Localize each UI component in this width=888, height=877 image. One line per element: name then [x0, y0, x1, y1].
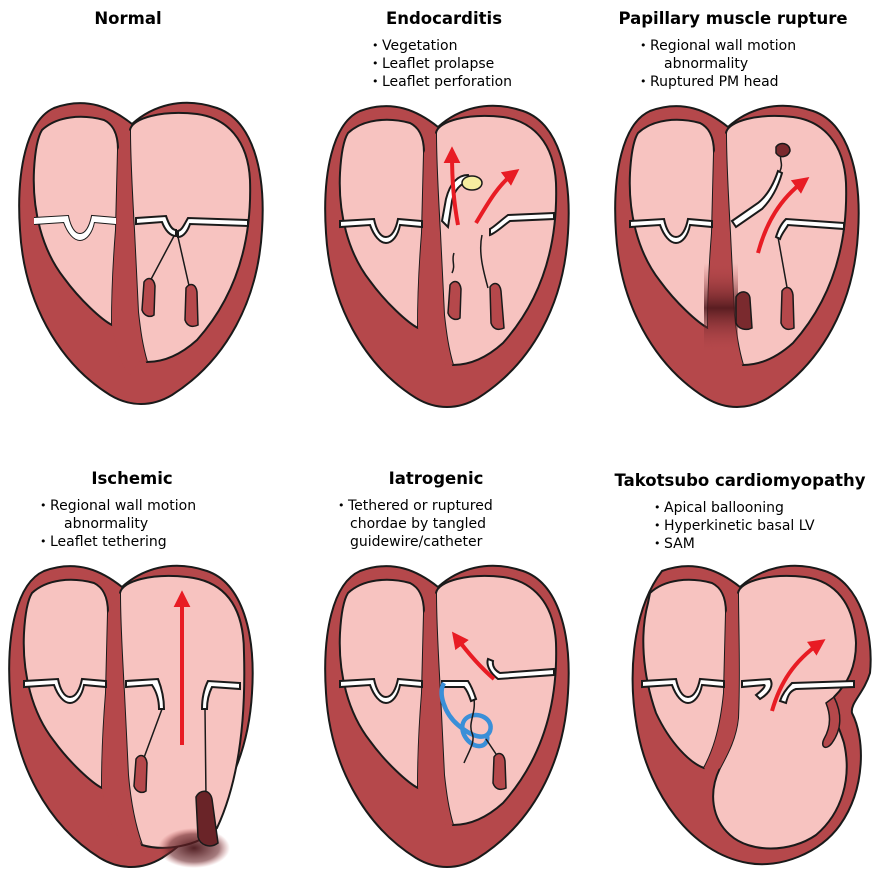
panel-title: Normal: [0, 9, 276, 28]
septal-infarct-region: [704, 263, 738, 353]
apical-infarct-region: [158, 828, 230, 868]
bullet-item: Vegetation: [372, 37, 512, 55]
bullet-item: Tethered or ruptured: [338, 497, 493, 515]
panel-title: Ischemic: [0, 469, 280, 488]
panel-title: Takotsubo cardiomyopathy: [592, 471, 888, 490]
bullet-item: Regional wall motion: [640, 37, 796, 55]
bullet-item-continuation: abnormality: [640, 55, 796, 73]
papillary-muscle-posterior: [781, 288, 794, 330]
bullet-item: Apical ballooning: [654, 499, 815, 517]
bullet-list: Regional wall motion abnormality Leaflet…: [40, 497, 196, 551]
heart-iatrogenic-diagram: [318, 563, 578, 873]
bullet-item-continuation: chordae by tangled: [338, 515, 493, 533]
panel-papillary-muscle-rupture: Papillary muscle rupture Regional wall m…: [592, 0, 888, 440]
bullet-list: Regional wall motion abnormality Rupture…: [640, 37, 796, 91]
bullet-item-continuation: guidewire/catheter: [338, 533, 493, 551]
panel-title: Iatrogenic: [288, 469, 584, 488]
heart-ischemic-diagram: [2, 563, 262, 873]
vegetation: [462, 176, 482, 190]
heart-takotsubo-diagram: [620, 563, 880, 873]
bullet-item: Leaflet tethering: [40, 533, 196, 551]
heart-normal-diagram: [12, 100, 272, 410]
bullet-item: SAM: [654, 535, 815, 553]
heart-endocarditis-diagram: [318, 103, 578, 413]
panel-takotsubo: Takotsubo cardiomyopathy Apical ballooni…: [592, 440, 888, 877]
bullet-item: Regional wall motion: [40, 497, 196, 515]
bullet-item: Leaflet perforation: [372, 73, 512, 91]
heart-pm-rupture-diagram: [608, 103, 868, 413]
panel-iatrogenic: Iatrogenic Tethered or ruptured chordae …: [296, 440, 592, 877]
bullet-item: Leaflet prolapse: [372, 55, 512, 73]
bullet-item: Hyperkinetic basal LV: [654, 517, 815, 535]
bullet-list: Apical ballooning Hyperkinetic basal LV …: [654, 499, 815, 553]
papillary-muscle-posterior: [493, 754, 506, 790]
ruptured-papillary-muscle-stump: [736, 292, 752, 329]
panel-endocarditis: Endocarditis Vegetation Leaflet prolapse…: [296, 0, 592, 440]
papillary-muscle-anterior: [448, 282, 461, 320]
papillary-muscle-posterior: [185, 285, 198, 327]
papillary-muscle-anterior: [134, 756, 147, 793]
panel-title: Papillary muscle rupture: [585, 9, 881, 28]
bullet-item-continuation: abnormality: [40, 515, 196, 533]
panel-normal: Normal: [0, 0, 296, 440]
bullet-item: Ruptured PM head: [640, 73, 796, 91]
papillary-muscle-anterior: [142, 279, 155, 317]
bullet-list: Tethered or ruptured chordae by tangled …: [338, 497, 493, 551]
ruptured-pm-head: [776, 144, 790, 157]
panel-title: Endocarditis: [296, 9, 592, 28]
panel-ischemic: Ischemic Regional wall motion abnormalit…: [0, 440, 296, 877]
bullet-list: Vegetation Leaflet prolapse Leaflet perf…: [372, 37, 512, 91]
